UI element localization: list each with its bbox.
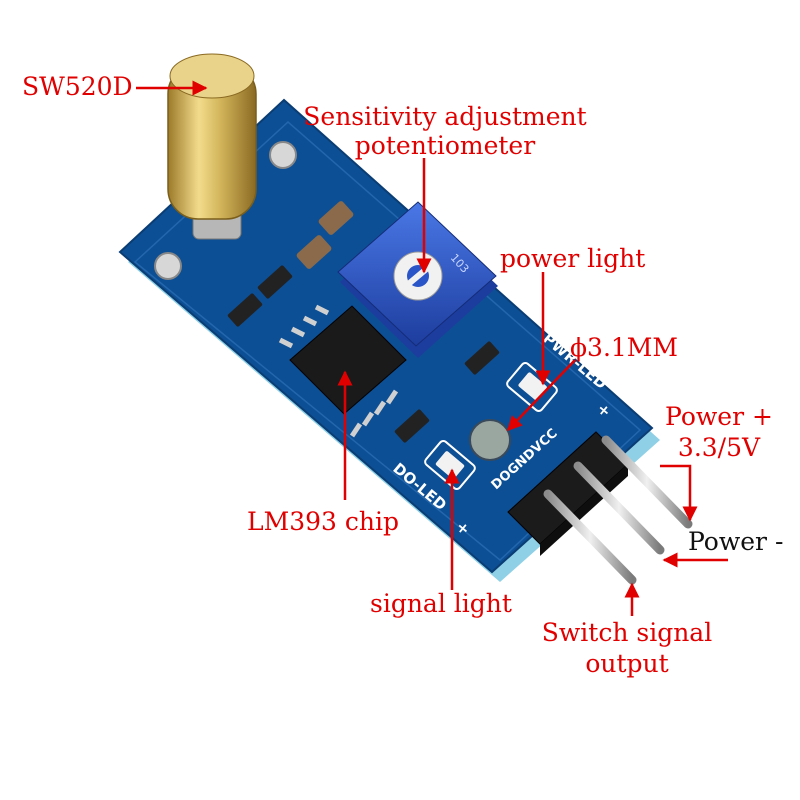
lm393-chip xyxy=(278,304,407,438)
smd-components xyxy=(227,201,500,443)
label-switch-2: output xyxy=(585,649,669,678)
label-pot-line1: Sensitivity adjustment xyxy=(303,102,587,131)
label-sw520d: SW520D xyxy=(22,72,133,101)
label-switch-1: Switch signal xyxy=(541,618,713,647)
label-power-plus-2: 3.3/5V xyxy=(677,433,761,462)
label-power-minus: Power - xyxy=(688,527,784,556)
pin-header xyxy=(507,431,693,585)
power-led xyxy=(518,372,547,401)
sw520d-sensor xyxy=(167,53,257,240)
label-power-light: power light xyxy=(500,244,646,273)
annotation-arrows xyxy=(136,80,728,616)
arrow-hole xyxy=(506,359,576,432)
mounting-holes xyxy=(154,141,511,461)
label-lm393: LM393 chip xyxy=(247,507,399,536)
label-power-plus-1: Power + xyxy=(665,402,773,431)
label-signal-light: signal light xyxy=(370,589,512,618)
arrow-power-plus xyxy=(660,464,698,522)
label-hole-diameter: ϕ3.1MM xyxy=(570,333,678,362)
label-pot-line2: potentiometer xyxy=(354,131,536,160)
hole-3mm xyxy=(469,419,511,461)
